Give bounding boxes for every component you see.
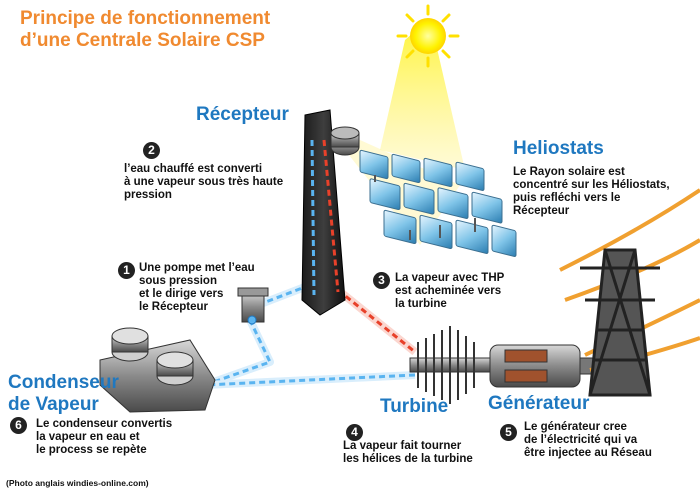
condenser-icon <box>99 327 216 413</box>
step-text-line: la vapeur en eau et <box>36 431 140 443</box>
step-5-badge: 5 <box>500 424 517 441</box>
step-text-line: sous pression <box>139 275 217 287</box>
heliostats-text-line: Le Rayon solaire est <box>513 166 625 178</box>
heliostat-mirror-icon <box>359 149 517 257</box>
step-text-line: est acheminée vers <box>395 285 502 297</box>
step-5-text: Le générateur cree de l’électricité qui … <box>524 421 652 460</box>
title-line-1: Principe de fonctionnement <box>20 8 271 29</box>
pylon-icon <box>580 248 660 397</box>
sun-icon <box>396 4 460 68</box>
step-4-text: La vapeur fait tourner les hélices de la… <box>343 440 473 466</box>
photo-credit: (Photo anglais windies-online.com) <box>6 478 149 488</box>
step-text-line: à une vapeur sous très haute <box>124 176 284 188</box>
step-text-line: La vapeur fait tourner <box>343 440 462 452</box>
heliostats-description: Le Rayon solaire est concentré sur les H… <box>513 166 670 218</box>
step-text-line: de l’électricité qui va <box>524 434 638 446</box>
receiver-tower-icon <box>301 109 360 316</box>
label-recepteur: Récepteur <box>196 104 289 125</box>
step-1-badge: 1 <box>118 262 135 279</box>
step-text-line: et le dirige vers <box>139 288 224 300</box>
turbine-icon <box>409 326 491 404</box>
step-4-badge: 4 <box>346 424 363 441</box>
step-6-badge: 6 <box>10 417 27 434</box>
label-heliostats: Heliostats <box>513 138 604 159</box>
label-condenseur-line2: de Vapeur <box>8 394 99 415</box>
step-text-line: la turbine <box>395 298 447 310</box>
label-condenseur: Condenseur de Vapeur <box>8 372 119 416</box>
pump-icon <box>237 287 269 325</box>
step-text-line: La vapeur avec THP <box>395 272 505 284</box>
step-text-line: le Récepteur <box>139 301 209 313</box>
step-text-line: l’eau chauffé est converti <box>124 163 263 175</box>
cold-pipe-pump-tower <box>256 281 312 309</box>
sun-beam <box>380 18 465 170</box>
step-text-line: Le générateur cree <box>524 421 627 433</box>
step-2-text: l’eau chauffé est converti à une vapeur … <box>124 163 283 202</box>
cold-pipe-condenser-pump <box>203 318 274 389</box>
step-text-line: être injectee au Réseau <box>524 447 652 459</box>
step-3-badge: 3 <box>373 272 390 289</box>
step-text-line: Une pompe met l’eau <box>139 262 255 274</box>
step-2-badge: 2 <box>143 142 160 159</box>
step-text-line: Le condenseur convertis <box>36 418 173 430</box>
heliostats-text-line: puis refléchi vers le <box>513 192 621 204</box>
title-line-2: d’une Centrale Solaire CSP <box>20 30 265 51</box>
page-title: Principe de fonctionnement d’une Central… <box>20 8 270 52</box>
step-6-text: Le condenseur convertis la vapeur en eau… <box>36 418 172 457</box>
label-condenseur-line1: Condenseur <box>8 372 119 393</box>
step-text-line: pression <box>124 189 172 201</box>
label-generateur: Générateur <box>488 393 590 414</box>
step-text-line: les hélices de la turbine <box>343 453 473 465</box>
heliostats-text-line: concentré sur les Héliostats, <box>513 179 670 191</box>
step-text-line: le process se repète <box>36 444 147 456</box>
step-1-text: Une pompe met l’eau sous pression et le … <box>139 262 255 314</box>
heliostats-text-line: Récepteur <box>513 205 570 217</box>
generator-icon <box>489 344 601 388</box>
label-turbine: Turbine <box>380 396 449 417</box>
step-3-text: La vapeur avec THP est acheminée vers la… <box>395 272 504 311</box>
